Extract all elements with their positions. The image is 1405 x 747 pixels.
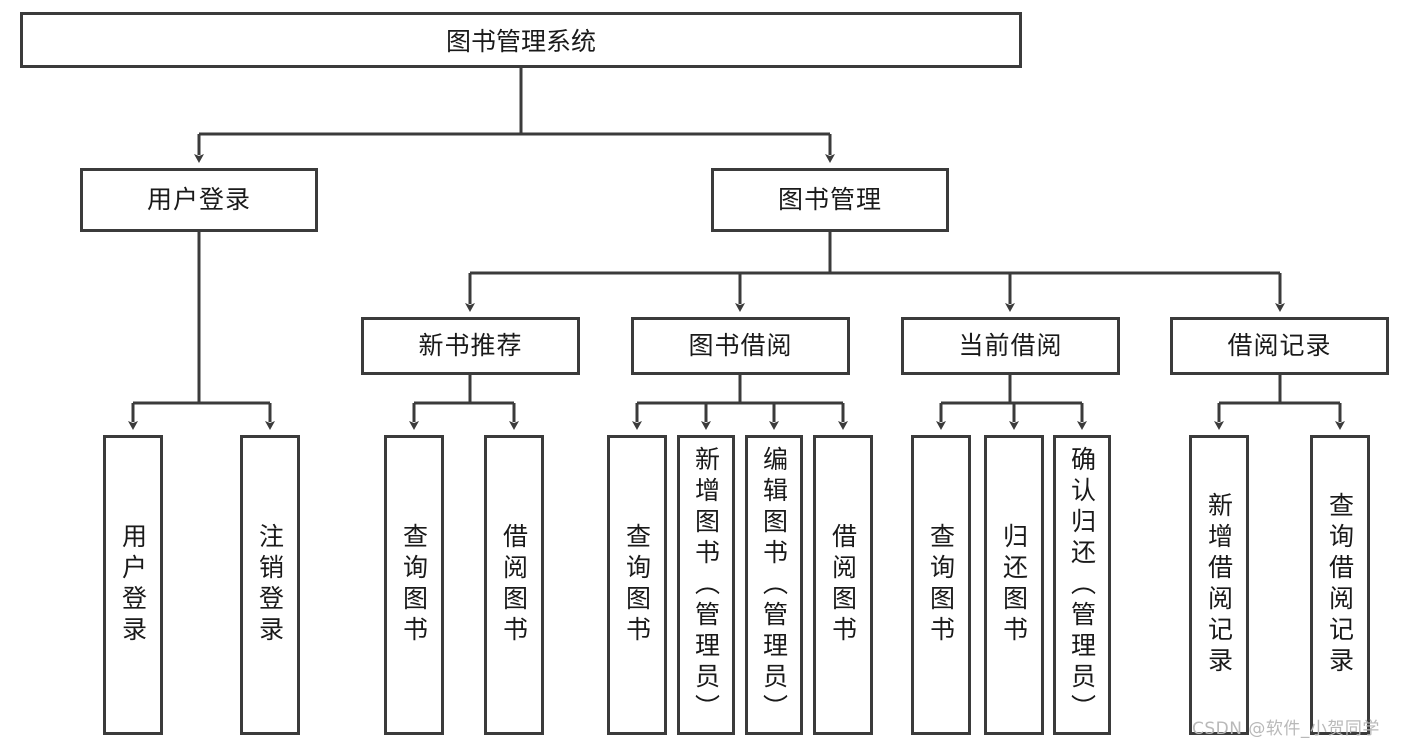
node-leaf-borrow-book-1-label: 借阅图书 (499, 523, 529, 647)
node-leaf-logout-login[interactable]: 注销登录 (240, 435, 300, 735)
node-root-system-label: 图书管理系统 (445, 27, 596, 56)
node-leaf-user-login-label: 用户登录 (118, 523, 148, 647)
node-root-system[interactable]: 图书管理系统 (20, 12, 1022, 68)
node-borrow-record[interactable]: 借阅记录 (1170, 317, 1389, 375)
node-leaf-add-book[interactable]: 新增图书（管理员） (677, 435, 735, 735)
node-leaf-query-record-label: 查询借阅记录 (1325, 492, 1355, 678)
node-leaf-query-book-3-label: 查询图书 (926, 523, 956, 647)
node-leaf-query-record[interactable]: 查询借阅记录 (1310, 435, 1370, 735)
node-book-manage[interactable]: 图书管理 (711, 168, 949, 232)
node-current-borrow-label: 当前借阅 (958, 330, 1063, 360)
node-new-book-recommend-label: 新书推荐 (418, 330, 523, 360)
node-leaf-confirm-return-label: 确认归还（管理员） (1067, 445, 1097, 725)
node-leaf-query-book-3[interactable]: 查询图书 (911, 435, 971, 735)
node-book-borrow[interactable]: 图书借阅 (631, 317, 850, 375)
node-leaf-borrow-book-1[interactable]: 借阅图书 (484, 435, 544, 735)
node-book-manage-label: 图书管理 (777, 184, 882, 214)
node-leaf-query-book-1[interactable]: 查询图书 (384, 435, 444, 735)
node-leaf-borrow-book-2-label: 借阅图书 (828, 523, 858, 647)
node-book-borrow-label: 图书借阅 (688, 330, 793, 360)
node-new-book-recommend[interactable]: 新书推荐 (361, 317, 580, 375)
node-leaf-edit-book[interactable]: 编辑图书（管理员） (745, 435, 803, 735)
node-leaf-edit-book-label: 编辑图书（管理员） (759, 445, 789, 725)
node-borrow-record-label: 借阅记录 (1227, 330, 1332, 360)
node-leaf-add-record-label: 新增借阅记录 (1204, 492, 1234, 678)
watermark-text: CSDN @软件_小贺同学 (1192, 719, 1380, 739)
node-current-borrow[interactable]: 当前借阅 (901, 317, 1120, 375)
node-leaf-borrow-book-2[interactable]: 借阅图书 (813, 435, 873, 735)
node-leaf-query-book-1-label: 查询图书 (399, 523, 429, 647)
node-leaf-return-book[interactable]: 归还图书 (984, 435, 1044, 735)
node-leaf-add-book-label: 新增图书（管理员） (691, 445, 721, 725)
node-user-login-label: 用户登录 (146, 184, 251, 214)
node-leaf-add-record[interactable]: 新增借阅记录 (1189, 435, 1249, 735)
node-leaf-query-book-2-label: 查询图书 (622, 523, 652, 647)
node-leaf-user-login[interactable]: 用户登录 (103, 435, 163, 735)
node-leaf-query-book-2[interactable]: 查询图书 (607, 435, 667, 735)
node-leaf-logout-login-label: 注销登录 (255, 523, 285, 647)
node-leaf-confirm-return[interactable]: 确认归还（管理员） (1053, 435, 1111, 735)
node-leaf-return-book-label: 归还图书 (999, 523, 1029, 647)
node-user-login[interactable]: 用户登录 (80, 168, 318, 232)
